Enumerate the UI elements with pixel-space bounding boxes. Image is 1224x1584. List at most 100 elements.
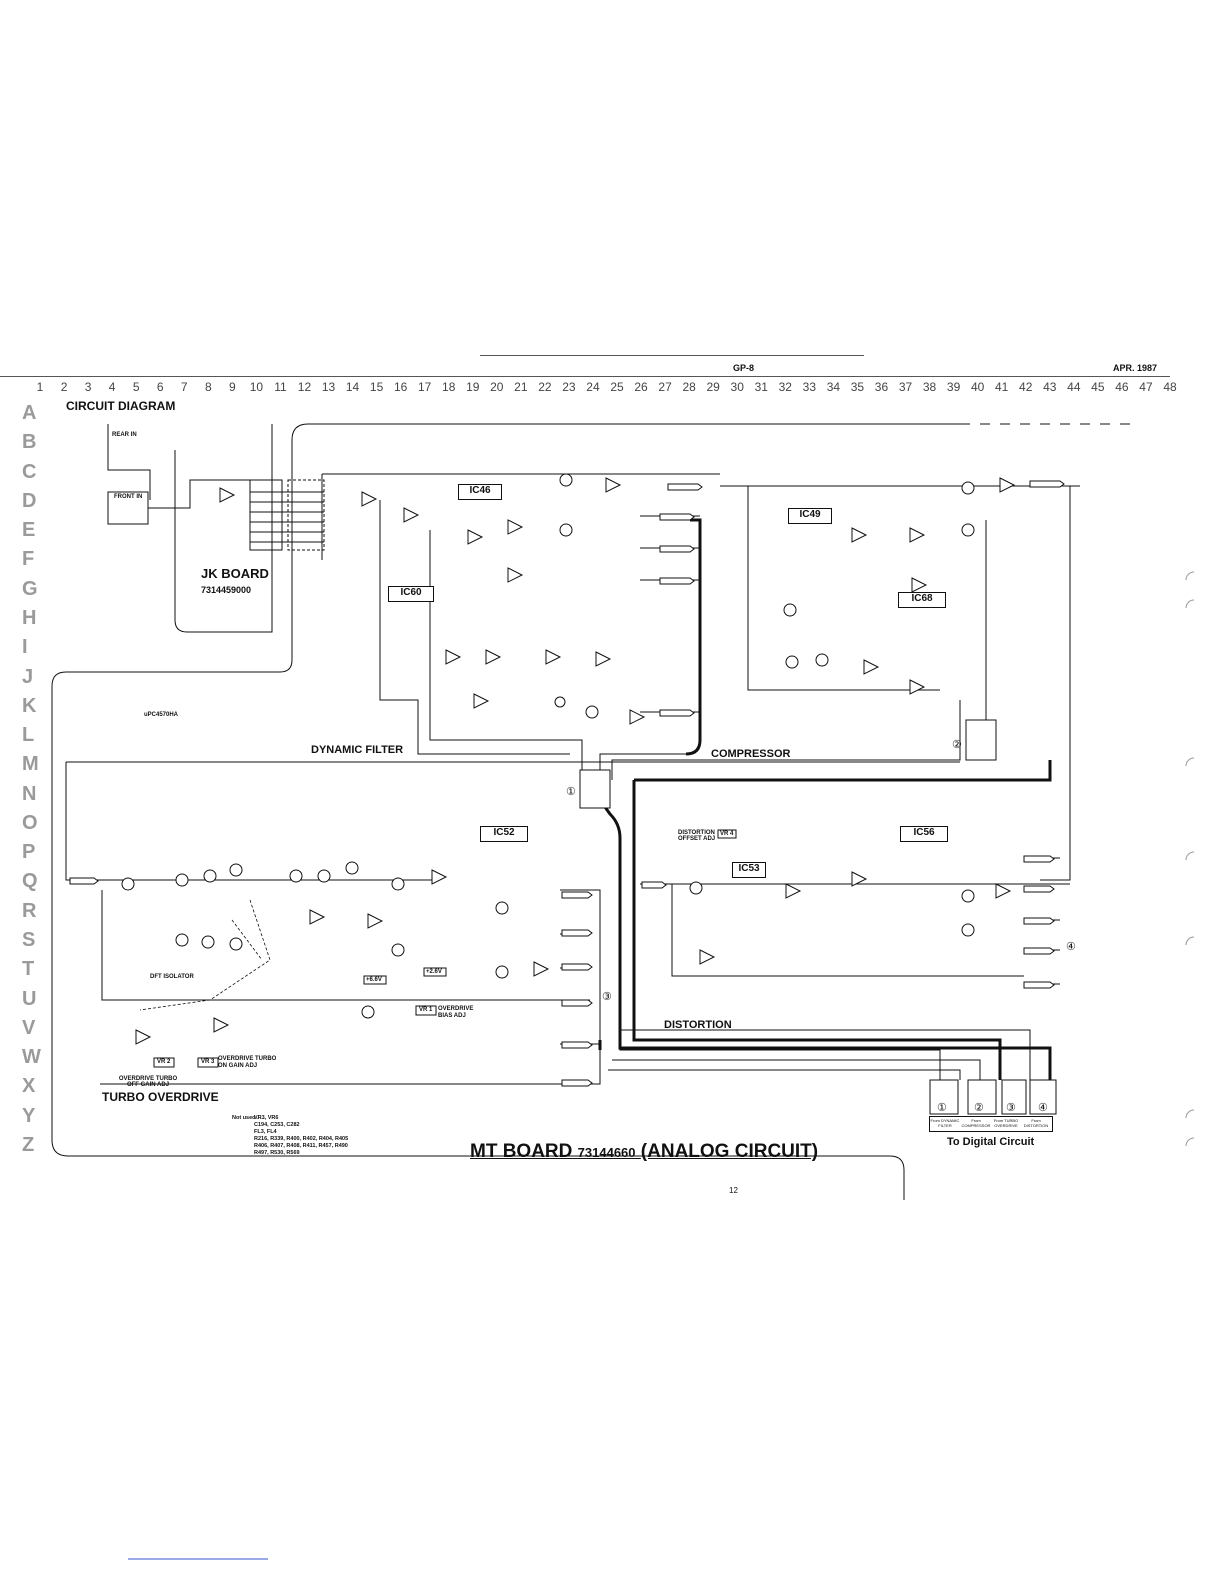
column-ruler-number: 35 — [850, 380, 865, 394]
column-ruler-number: 23 — [562, 380, 576, 394]
plus-2v-label: +2.6V — [426, 969, 442, 975]
column-ruler-number: 10 — [249, 380, 264, 394]
row-ruler-letter: G — [22, 577, 38, 600]
column-ruler-number: 14 — [345, 380, 360, 394]
header-rule — [0, 376, 1170, 377]
header-model: GP-8 — [733, 363, 755, 373]
not-used-line: R497, R530, R569 — [254, 1150, 300, 1156]
vr1-label: VR 1 — [419, 1007, 433, 1013]
column-ruler-number: 39 — [946, 380, 961, 394]
distortion-offset-label: DISTORTION OFFSET ADJ — [678, 830, 716, 842]
row-ruler-letter: A — [22, 402, 37, 424]
row-ruler-letter: D — [22, 489, 37, 512]
column-ruler-number: 1 — [36, 380, 44, 394]
row-ruler-letter: J — [22, 665, 34, 688]
column-ruler-number: 47 — [1139, 380, 1153, 394]
ic46-block: IC46 — [458, 484, 502, 500]
column-ruler-number: 3 — [84, 380, 92, 394]
mt-board-suffix: (ANALOG CIRCUIT) — [640, 1141, 819, 1162]
column-ruler-number: 43 — [1043, 380, 1057, 394]
column-ruler-number: 17 — [417, 380, 432, 394]
column-ruler-number: 26 — [634, 380, 648, 394]
ic68-block: IC68 — [898, 592, 946, 608]
ic53-label: IC53 — [738, 863, 760, 874]
column-ruler-number: 13 — [321, 380, 336, 394]
ic60-block: IC60 — [388, 586, 434, 602]
vr3-label: VR 3 — [201, 1059, 215, 1065]
column-ruler-number: 22 — [538, 380, 552, 394]
marker-1: ① — [566, 786, 576, 798]
row-ruler-letter: E — [22, 519, 36, 542]
column-ruler-number: 38 — [922, 380, 937, 394]
column-ruler-number: 29 — [706, 380, 720, 394]
column-ruler-number: 37 — [898, 380, 913, 394]
not-used-line: R216, R339, R400, R402, R404, R405 — [254, 1136, 349, 1142]
circuit-diagram-title: CIRCUIT DIAGRAM — [66, 399, 176, 413]
column-ruler-number: 11 — [274, 380, 287, 394]
plus-6v-label: +6.6V — [366, 977, 382, 983]
row-ruler-letter: S — [22, 929, 36, 952]
header-top-rule — [480, 355, 864, 356]
to-digital-circuit-title: To Digital Circuit — [947, 1136, 1035, 1148]
upc-chip-label: uPC4570HA — [144, 712, 179, 718]
row-ruler-letter: L — [22, 724, 35, 747]
row-ruler-letter: H — [22, 606, 37, 629]
vr4-label: VR 4 — [720, 831, 734, 837]
not-used-line: R406, R407, R408, R411, R457, R490 — [254, 1143, 348, 1149]
legend-distortion: From DISTORTION — [1023, 1118, 1049, 1128]
jk-board-title: JK BOARD — [201, 566, 269, 581]
row-ruler-letter: X — [22, 1075, 36, 1098]
not-used-line: VR3, VR6 — [254, 1115, 279, 1121]
column-ruler-number: 46 — [1115, 380, 1129, 394]
row-ruler-letter: O — [22, 811, 38, 834]
overdrive-bias-label: OVERDRIVE BIAS ADJ — [438, 1006, 474, 1019]
digital-marker-1: ① — [937, 1102, 947, 1114]
not-used-note: Not used . . . VR3, VR6 C194, C253, C282… — [232, 1115, 348, 1156]
row-ruler-letter: U — [22, 987, 37, 1010]
overdrive-turbo-on-label: OVERDRIVE TURBO ON GAIN ADJ — [218, 1056, 277, 1069]
column-ruler-number: 12 — [297, 380, 312, 394]
column-ruler-number: 2 — [60, 380, 68, 394]
column-ruler-number: 4 — [108, 380, 116, 394]
digital-marker-2: ② — [974, 1102, 984, 1114]
column-ruler-number: 28 — [682, 380, 696, 394]
column-ruler-number: 5 — [132, 380, 140, 394]
rear-in-label: REAR IN — [112, 432, 137, 438]
row-ruler-letter: Y — [22, 1104, 36, 1127]
mt-board-name: MT BOARD — [470, 1141, 573, 1162]
column-ruler-number: 36 — [874, 380, 889, 394]
column-ruler-number: 32 — [778, 380, 792, 394]
column-ruler-number: 8 — [204, 380, 212, 394]
not-used-label: Not used . . . — [232, 1115, 265, 1121]
mt-board-title: MT BOARD 73144660 (ANALOG CIRCUIT) — [470, 1141, 818, 1163]
ic56-block: IC56 — [900, 826, 948, 842]
column-ruler-number: 20 — [490, 380, 504, 394]
front-in-label: FRONT IN — [114, 494, 143, 500]
ic49-block: IC49 — [788, 508, 832, 524]
ic68-label: IC68 — [911, 593, 933, 604]
column-ruler-number: 41 — [995, 380, 1009, 394]
column-ruler-number: 25 — [610, 380, 624, 394]
row-ruler-letter: C — [22, 460, 37, 483]
column-ruler-number: 44 — [1067, 380, 1081, 394]
column-ruler-number: 40 — [970, 380, 985, 394]
marker-3: ③ — [602, 991, 612, 1003]
ic52-label: IC52 — [493, 827, 515, 838]
column-ruler-number: 6 — [156, 380, 164, 394]
column-ruler-number: 30 — [730, 380, 744, 394]
page-number: 12 — [729, 1186, 738, 1195]
ic49-label: IC49 — [799, 509, 821, 520]
row-ruler-letter: R — [22, 899, 37, 922]
ic60-label: IC60 — [400, 587, 422, 598]
row-ruler-letter: P — [22, 841, 36, 864]
overdrive-turbo-off-label: OVERDRIVE TURBO OFF GAIN ADJ — [118, 1076, 178, 1088]
column-ruler-number: 21 — [514, 380, 528, 394]
turbo-overdrive-title: TURBO OVERDRIVE — [102, 1090, 219, 1104]
row-ruler-letter: Q — [22, 870, 38, 893]
compressor-title: COMPRESSOR — [711, 748, 791, 760]
row-ruler-letter: K — [22, 694, 37, 717]
legend-turbo-overdrive: From TURBO OVERDRIVE — [993, 1118, 1019, 1128]
digital-marker-3: ③ — [1006, 1102, 1016, 1114]
